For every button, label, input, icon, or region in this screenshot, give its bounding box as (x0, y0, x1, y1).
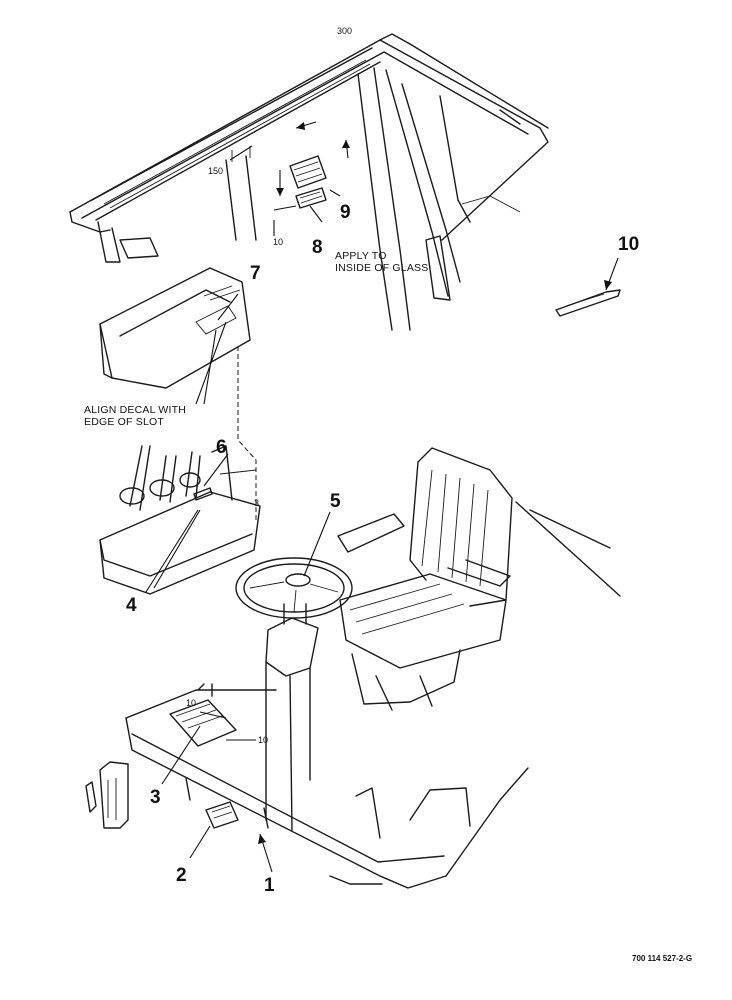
steering-wheel (235, 511, 353, 831)
note-align-decal: ALIGN DECAL WITH EDGE OF SLOT (84, 404, 186, 428)
callout-10: 10 (618, 234, 640, 255)
callout-4: 4 (126, 595, 137, 616)
item-10-strip (555, 257, 621, 317)
note-align-line-1: ALIGN DECAL WITH (84, 404, 186, 416)
callout-2: 2 (176, 865, 187, 886)
upper-console (99, 267, 251, 405)
cab-roof-frame (69, 33, 549, 331)
note-align-line-2: EDGE OF SLOT (84, 416, 164, 429)
dimension-3: 3 (254, 498, 260, 508)
callout-8: 8 (312, 237, 323, 258)
dimension-300: 300 (337, 26, 353, 36)
document-number: 700 114 527-2-G (632, 954, 693, 963)
callout-1: 1 (264, 875, 275, 896)
hidden-line (237, 346, 257, 520)
floor-platform (125, 683, 529, 889)
dimension-10-glass: 10 (273, 237, 284, 247)
callout-9: 9 (340, 202, 351, 223)
note-apply-line-2: INSIDE OF GLASS (335, 262, 429, 275)
note-apply-to-glass: APPLY TO INSIDE OF GLASS (335, 250, 428, 274)
curled-decal-sheet (85, 761, 129, 829)
callout-3: 3 (150, 787, 161, 808)
operator-seat (337, 447, 621, 711)
callout-7: 7 (250, 263, 261, 284)
dimension-150: 150 (208, 166, 224, 176)
control-panel (99, 445, 261, 595)
dimension-10-floor-b: 10 (258, 735, 269, 745)
callout-5: 5 (330, 491, 341, 512)
callout-6: 6 (216, 437, 227, 458)
note-apply-line-1: APPLY TO (335, 250, 387, 262)
glass-decals (229, 121, 350, 236)
dimension-10-floor-a: 10 (186, 698, 197, 708)
